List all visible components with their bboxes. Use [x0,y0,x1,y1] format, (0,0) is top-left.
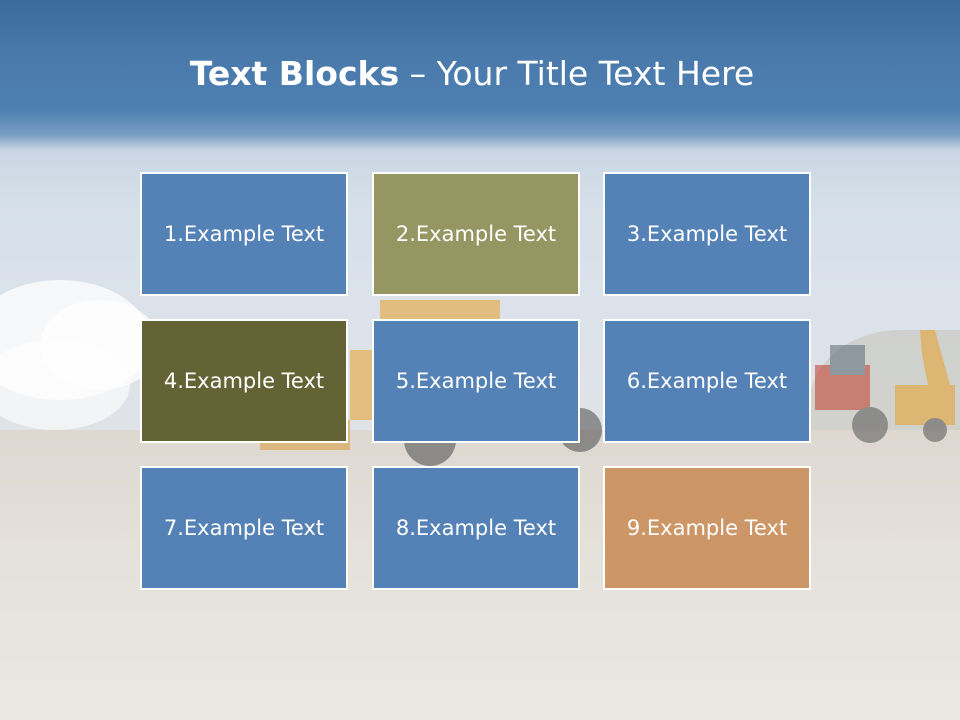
background-cloud [0,340,130,430]
text-block-8[interactable]: 8.Example Text [372,466,580,590]
text-block-6[interactable]: 6.Example Text [603,319,811,443]
text-block-3[interactable]: 3.Example Text [603,172,811,296]
text-block-label: 7.Example Text [163,516,325,540]
text-block-1[interactable]: 1.Example Text [140,172,348,296]
title-rest: Your Title Text Here [436,54,755,93]
backhoe-illustration [815,330,955,443]
text-block-2[interactable]: 2.Example Text [372,172,580,296]
text-block-label: 3.Example Text [626,222,788,246]
text-block-4[interactable]: 4.Example Text [140,319,348,443]
text-block-label: 4.Example Text [163,369,325,393]
text-block-7[interactable]: 7.Example Text [140,466,348,590]
text-block-label: 1.Example Text [163,222,325,246]
title-dash: – [399,54,437,93]
text-block-label: 8.Example Text [395,516,557,540]
text-block-label: 6.Example Text [626,369,788,393]
text-block-label: 5.Example Text [395,369,557,393]
text-block-9[interactable]: 9.Example Text [603,466,811,590]
text-block-5[interactable]: 5.Example Text [372,319,580,443]
text-block-label: 9.Example Text [626,516,788,540]
title-bold: Text Blocks [189,54,400,93]
slide-title: Text Blocks – Your Title Text Here [0,54,944,93]
text-block-label: 2.Example Text [395,222,557,246]
